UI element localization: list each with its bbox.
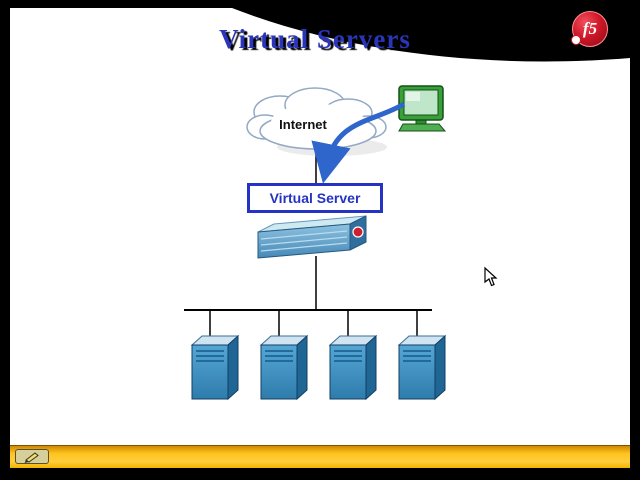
f5-logo-ball-icon xyxy=(571,35,581,45)
slide-title: Virtual Servers xyxy=(219,24,411,54)
pen-tool-button[interactable] xyxy=(15,449,49,464)
f5-logo-icon: f5 xyxy=(571,11,608,47)
presentation-toolbar xyxy=(10,445,630,468)
virtual-server-label-box: Virtual Server xyxy=(247,183,383,213)
internet-label: Internet xyxy=(279,117,327,132)
pen-icon xyxy=(24,451,39,463)
f5-logo-text: f5 xyxy=(582,19,598,38)
slide xyxy=(10,8,630,445)
